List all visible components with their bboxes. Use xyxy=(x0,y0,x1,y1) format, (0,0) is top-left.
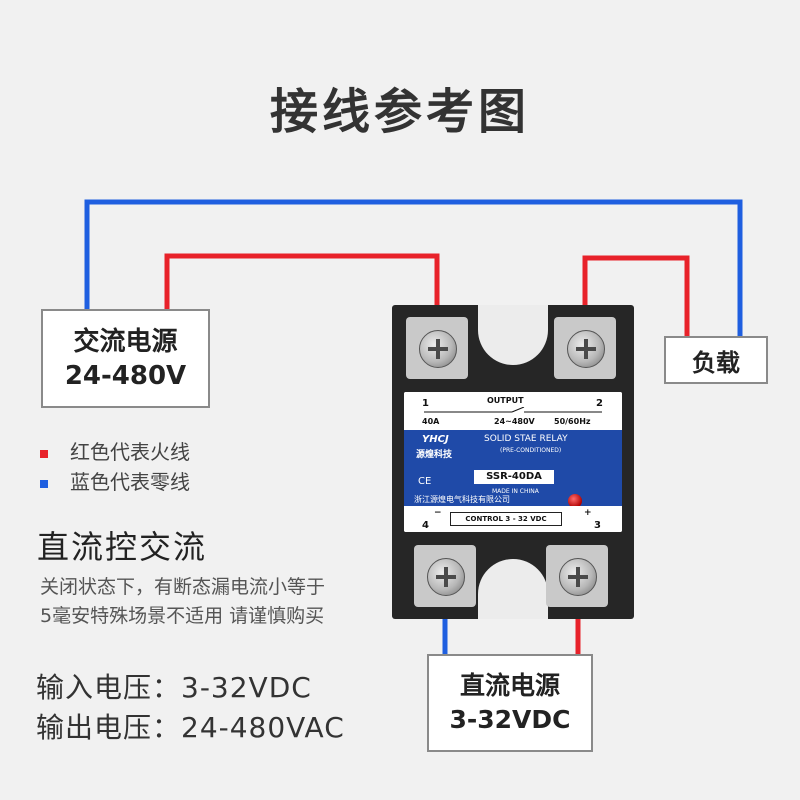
terminal-4-number: 4 xyxy=(422,520,429,531)
brand-logo: YHCJ xyxy=(422,434,449,445)
legend-blue-text: 蓝色代表零线 xyxy=(70,470,190,494)
rated-current: 40A xyxy=(422,417,440,426)
terminal-3-number: 3 xyxy=(594,520,601,531)
plate-output-section: 1 OUTPUT 2 40A 24~480V 50/60Hz xyxy=(404,392,622,430)
dc-power-source-box: 直流电源 3-32VDC xyxy=(427,654,593,752)
input-voltage-spec: 输入电压：3-32VDC xyxy=(36,671,312,704)
plate-brand-section: YHCJ 源煌科技 SOLID STAE RELAY (PRE-CONDITIO… xyxy=(404,430,622,508)
terminal-2-number: 2 xyxy=(596,398,603,409)
terminal-3-screw-icon xyxy=(559,558,597,596)
model-number: SSR-40DA xyxy=(474,470,554,484)
company-name: 浙江源煌电气科技有限公司 xyxy=(414,495,510,504)
terminal-1-screw-icon xyxy=(419,330,457,368)
red-square-icon xyxy=(40,449,48,458)
wire-red-terminal-1 xyxy=(164,253,440,342)
legend-blue-item: 蓝色代表零线 xyxy=(40,466,190,495)
ce-mark: CE xyxy=(418,476,432,487)
preconditioned-label: (PRE-CONDITIONED) xyxy=(500,447,562,454)
dc-source-voltage: 3-32VDC xyxy=(449,705,571,734)
output-label: OUTPUT xyxy=(487,396,524,405)
wire-red-terminal-2 xyxy=(582,255,690,342)
section-title: 直流控交流 xyxy=(37,528,208,566)
dc-source-label: 直流电源 xyxy=(459,671,560,700)
plate-control-section: 4 − CONTROL 3 - 32 VDC + 3 xyxy=(404,506,622,532)
brand-name: 源煌科技 xyxy=(416,450,453,460)
relay-label-plate: 1 OUTPUT 2 40A 24~480V 50/60Hz YHCJ 源煌科技… xyxy=(404,392,622,532)
output-switch-symbol xyxy=(424,407,602,413)
control-voltage-label: CONTROL 3 - 32 VDC xyxy=(450,512,562,526)
ac-source-voltage: 24-480V xyxy=(64,360,187,391)
ac-source-label: 交流电源 xyxy=(73,326,178,357)
made-in-label: MADE IN CHINA xyxy=(492,488,539,495)
relay-top-notch xyxy=(478,305,548,365)
output-voltage-spec: 输出电压：24-480VAC xyxy=(36,711,345,744)
product-name: SOLID STAE RELAY xyxy=(484,434,568,444)
relay-bottom-notch xyxy=(478,559,548,619)
minus-sign: − xyxy=(434,508,442,518)
terminal-1-number: 1 xyxy=(422,398,429,409)
legend-red-item: 红色代表火线 xyxy=(40,436,190,465)
status-led-icon xyxy=(568,494,582,508)
legend-red-text: 红色代表火线 xyxy=(70,440,190,464)
blue-square-icon xyxy=(40,479,48,488)
wire-blue-top xyxy=(84,199,743,336)
rated-frequency: 50/60Hz xyxy=(554,417,591,426)
leakage-note-line-1: 关闭状态下，有断态漏电流小等于 xyxy=(40,576,326,598)
leakage-note-line-2: 5毫安特殊场景不适用 请谨慎购买 xyxy=(40,605,325,627)
page-title: 接线参考图 xyxy=(269,84,530,140)
rated-voltage: 24~480V xyxy=(494,417,535,426)
plus-sign: + xyxy=(584,508,592,518)
terminal-4-screw-icon xyxy=(427,558,465,596)
terminal-2-screw-icon xyxy=(567,330,605,368)
ac-power-source-box: 交流电源 24-480V xyxy=(41,309,210,408)
load-label: 负载 xyxy=(692,348,740,377)
load-box: 负载 xyxy=(664,336,768,384)
